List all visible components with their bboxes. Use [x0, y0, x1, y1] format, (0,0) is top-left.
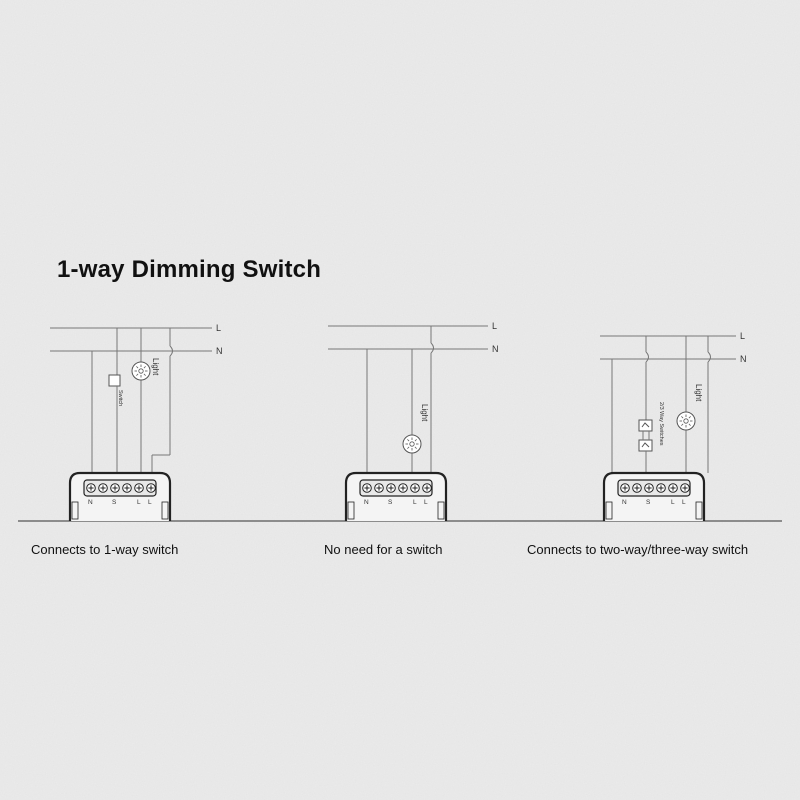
live-label: L: [492, 321, 497, 331]
terminal-l-label: L: [413, 499, 417, 506]
terminal-l-label: L: [671, 499, 675, 506]
live-label: L: [216, 323, 221, 333]
neutral-label: N: [740, 354, 747, 364]
terminal-l-label: L: [137, 499, 141, 506]
light-bulb-icon: [131, 361, 151, 381]
terminal-l-label: L: [148, 499, 152, 506]
live-label: L: [740, 331, 745, 341]
terminal-n-label: N: [88, 499, 93, 506]
diagram-1-way-switch: [50, 327, 212, 473]
terminal-s-label: S: [112, 499, 117, 506]
dimmer-module: [68, 471, 172, 521]
light-bulb-icon: [402, 434, 422, 454]
multi-switch-symbol-2: [638, 439, 653, 452]
switch-label: Switch: [117, 390, 123, 406]
diagram-multi-way-switch: [600, 335, 736, 473]
terminal-s-label: S: [388, 499, 393, 506]
dimmer-module: [602, 471, 706, 521]
caption-1-way-switch: Connects to 1-way switch: [31, 542, 179, 557]
switch-symbol: [108, 374, 121, 387]
neutral-label: N: [216, 346, 223, 356]
terminal-s-label: S: [646, 499, 651, 506]
dimmer-module: [344, 471, 448, 521]
caption-multi-way-switch: Connects to two-way/three-way switch: [527, 542, 749, 557]
terminal-l-label: L: [682, 499, 686, 506]
light-bulb-icon: [676, 411, 696, 431]
page-title: 1-way Dimming Switch: [57, 256, 322, 283]
terminal-l-label: L: [424, 499, 428, 506]
caption-no-switch: No need for a switch: [324, 542, 443, 557]
light-label: Light: [420, 404, 429, 422]
diagram-no-switch: [328, 325, 488, 473]
multi-switch-symbol-1: [638, 419, 653, 432]
light-label: Light: [151, 358, 160, 376]
multi-switch-label: 2/3 Way Switches: [658, 402, 664, 446]
terminal-n-label: N: [364, 499, 369, 506]
neutral-label: N: [492, 344, 499, 354]
terminal-n-label: N: [622, 499, 627, 506]
light-label: Light: [694, 384, 703, 402]
